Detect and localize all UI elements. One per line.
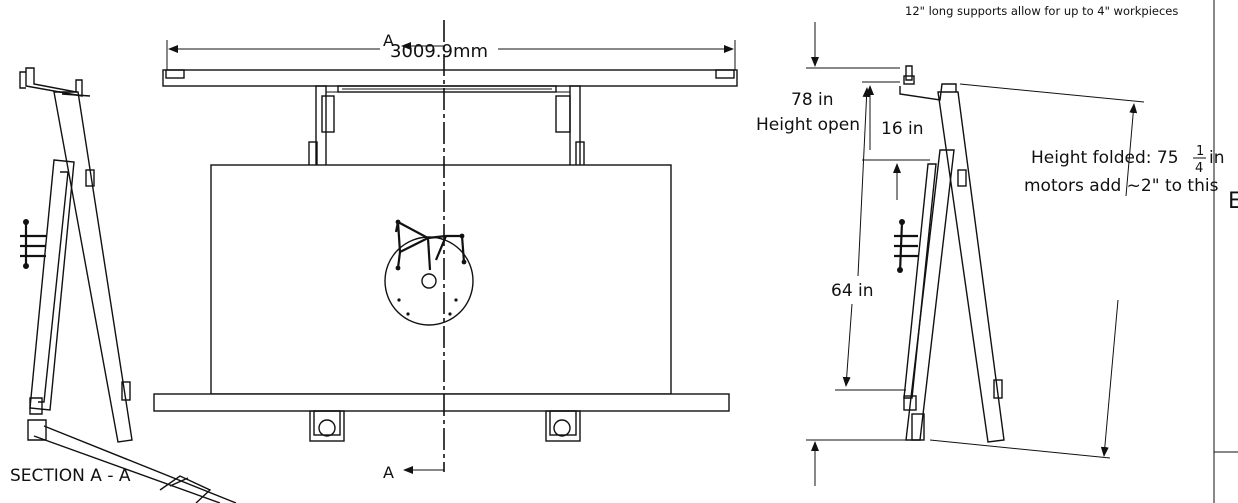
clamp-icon <box>20 219 46 269</box>
clamp-icon-right <box>894 219 918 273</box>
height-folded-label: Height folded: 75 1 4 in <box>1031 144 1225 176</box>
section-marker-top: A <box>383 31 394 50</box>
fraction-denominator: 4 <box>1195 161 1203 176</box>
drawing-border <box>1213 0 1238 503</box>
turntable-hub <box>421 273 437 289</box>
height-open-caption: Height open <box>756 115 860 135</box>
svg-text:in: in <box>1209 148 1225 168</box>
right-view-dimensions <box>806 22 1145 486</box>
motors-note: motors add ~2" to this <box>1024 176 1219 196</box>
supports-note: 12" long supports allow for up to 4" wor… <box>905 4 1178 18</box>
left-upright <box>308 85 340 167</box>
caster-left <box>309 410 345 442</box>
sixteen-in-label: 16 in <box>881 119 924 139</box>
frame-bracket <box>394 219 467 271</box>
left-side-view <box>19 67 237 503</box>
section-marker-bottom: A <box>383 463 394 482</box>
caster-right <box>545 410 581 442</box>
border-edge-letter: E <box>1228 189 1238 214</box>
fraction-numerator: 1 <box>1196 144 1204 159</box>
right-side-view <box>894 65 1005 443</box>
svg-text:Height folded: 75: Height folded: 75 <box>1031 148 1179 168</box>
sixtyfour-in-label: 64 in <box>831 281 874 301</box>
front-view <box>153 20 738 474</box>
width-dimension-label: 3009.9mm <box>390 41 488 62</box>
section-caption: SECTION A - A <box>10 466 131 486</box>
right-upright <box>554 85 585 167</box>
height-open-value: 78 in <box>791 90 834 110</box>
